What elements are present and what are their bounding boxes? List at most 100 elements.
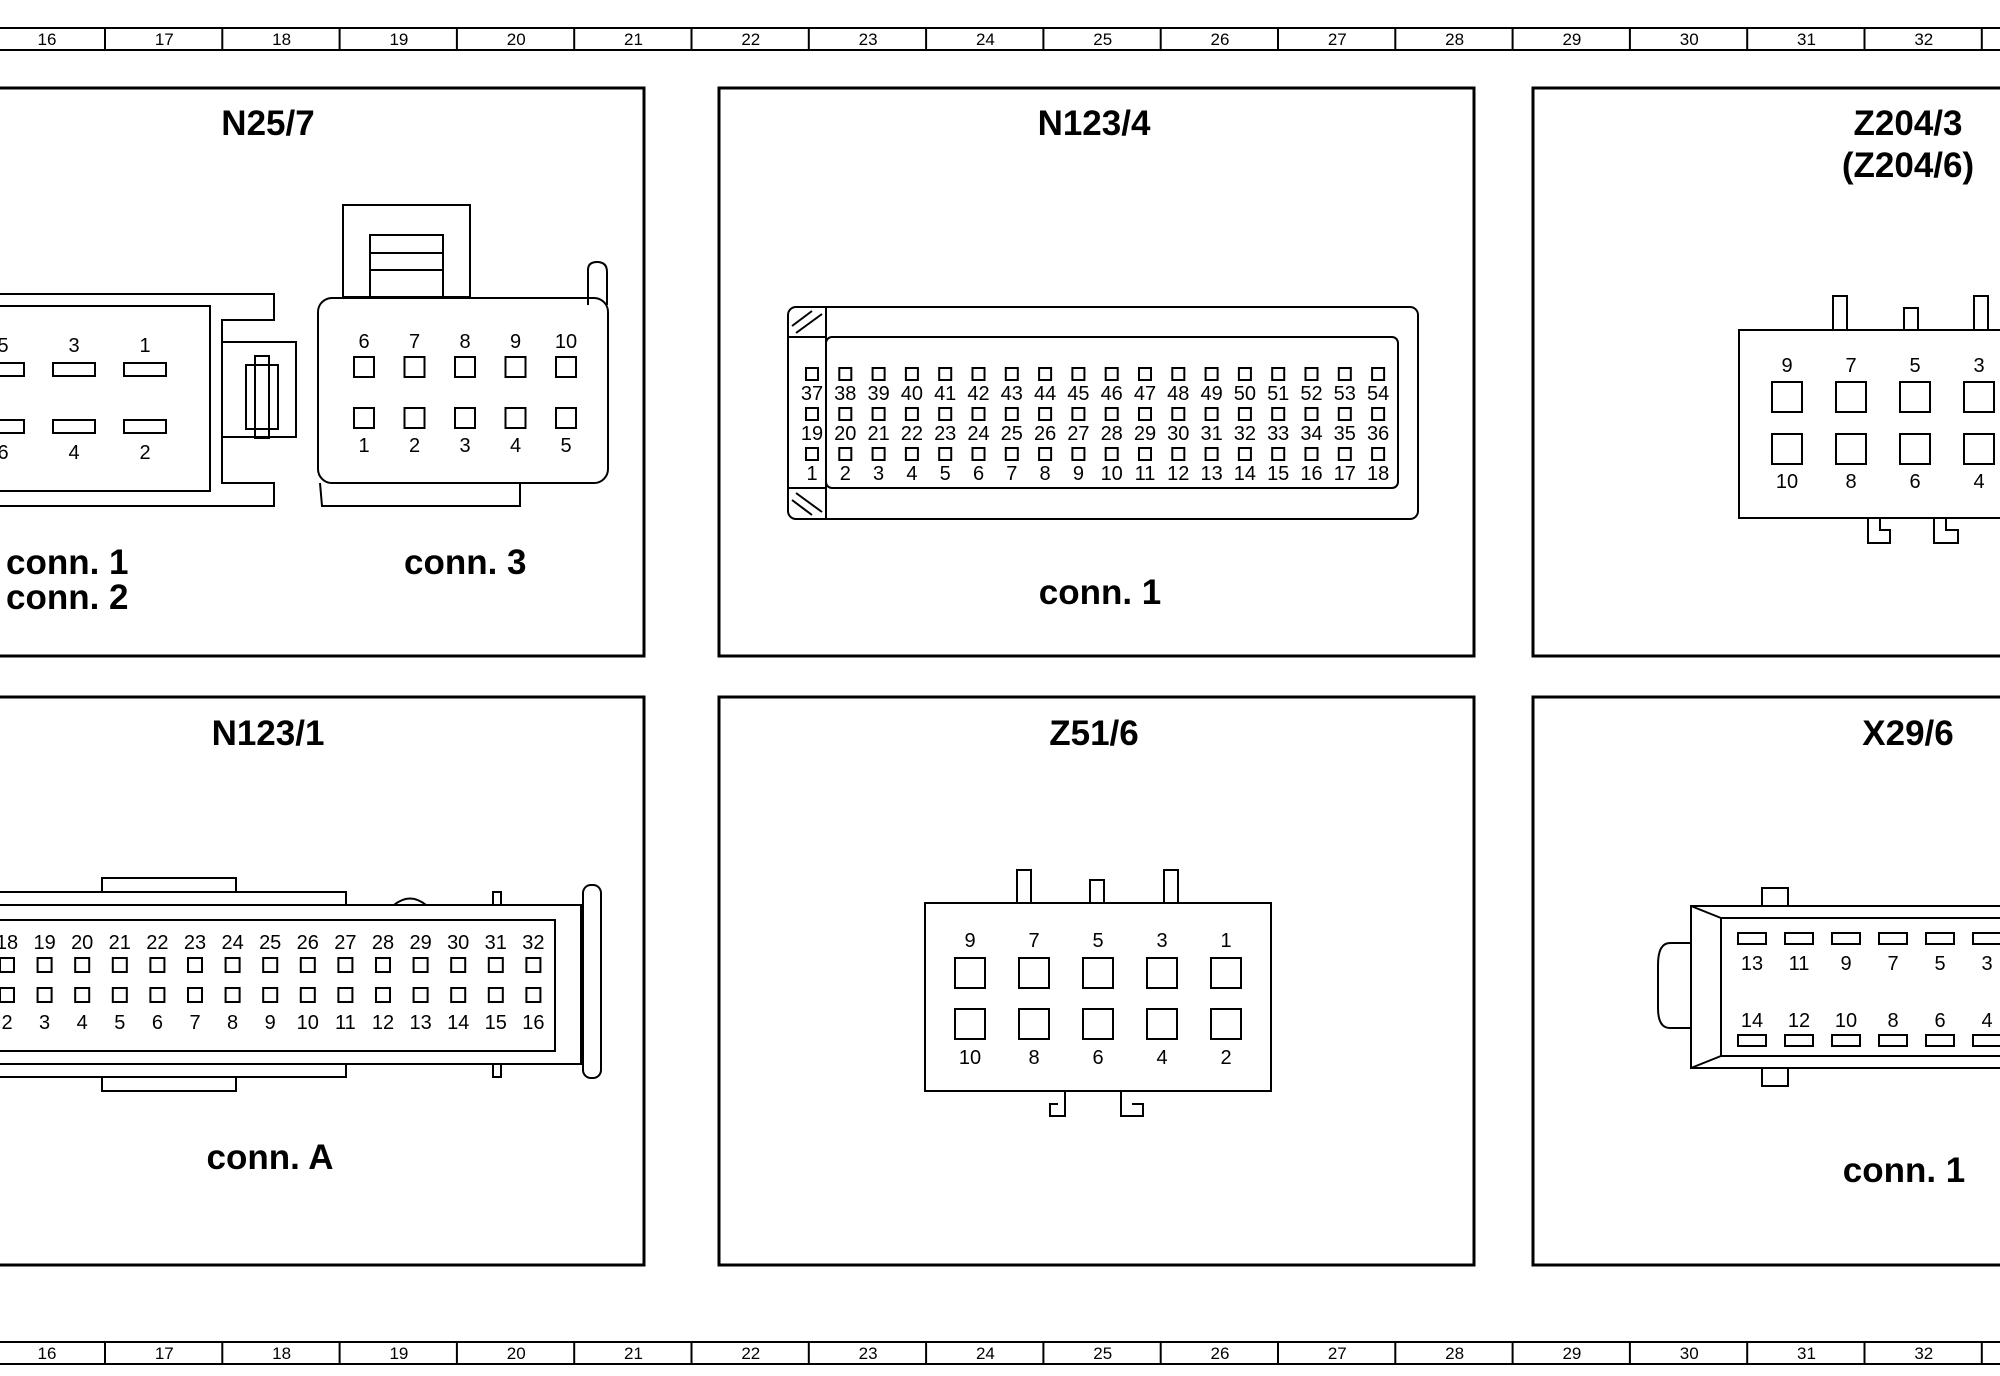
- pin-socket: [1104, 367, 1119, 381]
- pin-number: 27: [1067, 423, 1089, 445]
- pin-socket: [149, 957, 166, 973]
- conn-a-label: conn. A: [206, 1138, 333, 1177]
- pin-number: 8: [1040, 463, 1051, 485]
- pin-number: 10: [555, 331, 577, 353]
- ruler-label: 19: [389, 1344, 408, 1363]
- conn-1-label: conn. 1: [1843, 1151, 1966, 1190]
- pin-socket: [1004, 447, 1019, 461]
- pin-socket: [1018, 1008, 1050, 1040]
- pin-number: 7: [1887, 953, 1898, 975]
- pin-number: 1: [139, 335, 150, 357]
- pin-slot: [1784, 1034, 1814, 1047]
- ruler-label: 17: [155, 30, 174, 49]
- panel-title: N123/1: [212, 714, 325, 753]
- pin-number: 6: [1934, 1010, 1945, 1032]
- pin-number: 3: [459, 435, 470, 457]
- pin-slot: [1878, 932, 1908, 945]
- ruler-label: 23: [859, 30, 878, 49]
- pin-socket: [504, 407, 527, 429]
- pin-number: 28: [1101, 423, 1123, 445]
- ruler-label: 18: [272, 30, 291, 49]
- pin-number: 8: [1028, 1047, 1039, 1069]
- pin-number: 7: [1845, 355, 1856, 377]
- pin-socket: [1138, 447, 1152, 461]
- pin-number: 5: [0, 335, 9, 357]
- pin-socket: [904, 407, 919, 421]
- pin-number: 54: [1367, 383, 1389, 405]
- pin-number: 6: [152, 1012, 163, 1034]
- ruler-label: 29: [1562, 1344, 1581, 1363]
- pin-number: 16: [522, 1012, 544, 1034]
- pin-slot: [0, 362, 25, 377]
- pin-number: 42: [967, 383, 989, 405]
- ruler-label: 22: [741, 1344, 760, 1363]
- pin-socket: [1963, 433, 1995, 465]
- pin-number: 13: [1200, 463, 1222, 485]
- connector-drawing: [787, 306, 1419, 520]
- pin-socket: [1204, 407, 1219, 421]
- ruler-label: 30: [1680, 1344, 1699, 1363]
- pin-socket: [1018, 957, 1050, 989]
- pin-socket: [1146, 957, 1178, 989]
- pin-number: 40: [901, 383, 923, 405]
- pin-socket: [805, 407, 819, 421]
- pin-slot: [1878, 1034, 1908, 1047]
- ruler-label: 19: [389, 30, 408, 49]
- panel-z204-3-frame: [1531, 86, 2000, 658]
- pin-socket: [403, 407, 426, 429]
- pin-socket: [1271, 407, 1286, 421]
- connector-3-drawing: [317, 204, 609, 507]
- pin-number: 20: [71, 932, 93, 954]
- ruler-label: 29: [1562, 30, 1581, 49]
- pin-socket: [1337, 367, 1352, 381]
- ruler-label: 18: [272, 1344, 291, 1363]
- pin-number: 31: [485, 932, 507, 954]
- pin-number: 14: [1741, 1010, 1763, 1032]
- pin-number: 22: [146, 932, 168, 954]
- ruler-label: 31: [1797, 30, 1816, 49]
- pin-socket: [971, 407, 986, 421]
- pin-socket: [36, 957, 53, 973]
- pin-number: 5: [114, 1012, 125, 1034]
- pin-socket: [904, 367, 919, 381]
- pin-number: 9: [1073, 463, 1084, 485]
- pin-slot: [52, 419, 96, 434]
- pin-socket: [954, 957, 986, 989]
- pin-socket: [1271, 367, 1286, 381]
- pin-number: 23: [934, 423, 956, 445]
- pin-socket: [375, 957, 391, 973]
- pin-slot: [1925, 932, 1955, 945]
- pin-number: 22: [901, 423, 923, 445]
- pin-number: 45: [1067, 383, 1089, 405]
- pin-socket: [871, 367, 886, 381]
- ruler-label: 24: [976, 1344, 995, 1363]
- ruler-label: 25: [1093, 1344, 1112, 1363]
- pin-slot: [0, 419, 25, 434]
- pin-socket: [1963, 381, 1995, 413]
- panel-title: X29/6: [1862, 714, 1953, 753]
- pin-socket: [1171, 367, 1186, 381]
- ruler-label: 20: [507, 1344, 526, 1363]
- pin-socket: [353, 356, 375, 378]
- ruler-label: 16: [38, 1344, 57, 1363]
- pin-slot: [123, 362, 167, 377]
- pin-socket: [1304, 367, 1319, 381]
- pin-socket: [224, 957, 241, 973]
- pin-socket: [0, 987, 15, 1003]
- pin-number: 13: [409, 1012, 431, 1034]
- pin-slot: [1737, 1034, 1767, 1047]
- ruler-label: 24: [976, 30, 995, 49]
- pin-number: 8: [459, 331, 470, 353]
- pin-socket: [1171, 407, 1186, 421]
- pin-number: 20: [834, 423, 856, 445]
- pin-slot: [123, 419, 167, 434]
- pin-socket: [1835, 381, 1867, 413]
